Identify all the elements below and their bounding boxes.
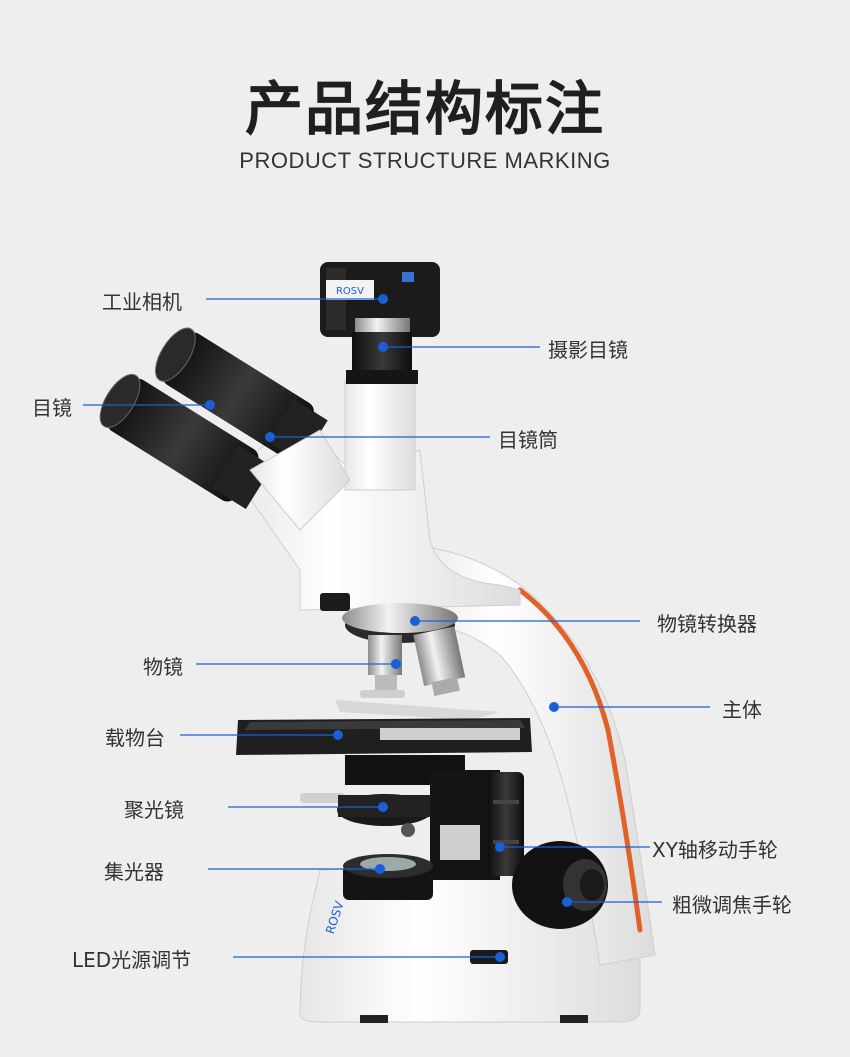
camera-brand: ROSV <box>336 286 364 297</box>
label-photo-eyepiece: 摄影目镜 <box>548 338 628 362</box>
callout-dot-eyepiece <box>205 400 215 410</box>
xy-knob <box>488 772 524 876</box>
callout-dots <box>205 294 572 962</box>
callout-dot-stage <box>333 730 343 740</box>
label-nosepiece: 物镜转换器 <box>657 612 757 636</box>
page-title: 产品结构标注 <box>244 75 605 143</box>
callout-dot-objective <box>391 659 401 669</box>
usb-port-icon <box>402 272 414 282</box>
label-condenser: 聚光镜 <box>124 798 184 822</box>
label-eyepiece: 目镜 <box>32 396 72 420</box>
callout-lines <box>83 298 710 958</box>
callout-dot-collector <box>375 864 385 874</box>
callout-dot-condenser <box>378 802 388 812</box>
callout-dot-focus-knob <box>562 897 572 907</box>
label-objective: 物镜 <box>143 655 183 679</box>
callout-dot-eyepiece-tube <box>265 432 275 442</box>
label-led-adjust: LED光源调节 <box>72 948 192 972</box>
eyepiece-left <box>99 373 273 510</box>
callout-dot-industrial-camera <box>378 294 388 304</box>
callout-dot-body <box>549 702 559 712</box>
callout-dot-photo-eyepiece <box>378 342 388 352</box>
eyepiece-right <box>155 327 328 463</box>
head-button <box>320 593 350 611</box>
eyepiece-tubes <box>249 429 351 531</box>
orange-accent-stripe <box>517 587 643 933</box>
label-xy-knob: XY轴移动手轮 <box>652 838 778 862</box>
label-stage: 载物台 <box>105 726 165 750</box>
photo-eyepiece <box>346 318 418 384</box>
label-focus-knob: 粗微调焦手轮 <box>672 893 792 917</box>
objectives <box>368 626 466 697</box>
callout-dot-led-adjust <box>495 952 505 962</box>
collector <box>343 854 433 900</box>
callout-dot-nosepiece <box>410 616 420 626</box>
focus-knob <box>512 841 608 929</box>
label-eyepiece-tube: 目镜筒 <box>498 428 558 452</box>
callout-dot-xy-knob <box>495 842 505 852</box>
label-industrial-camera: 工业相机 <box>102 290 182 314</box>
label-collector: 集光器 <box>104 860 164 884</box>
page-subtitle: PRODUCT STRUCTURE MARKING <box>239 148 611 173</box>
trinocular-port <box>344 379 416 491</box>
stage <box>236 690 532 755</box>
label-body: 主体 <box>722 698 762 722</box>
